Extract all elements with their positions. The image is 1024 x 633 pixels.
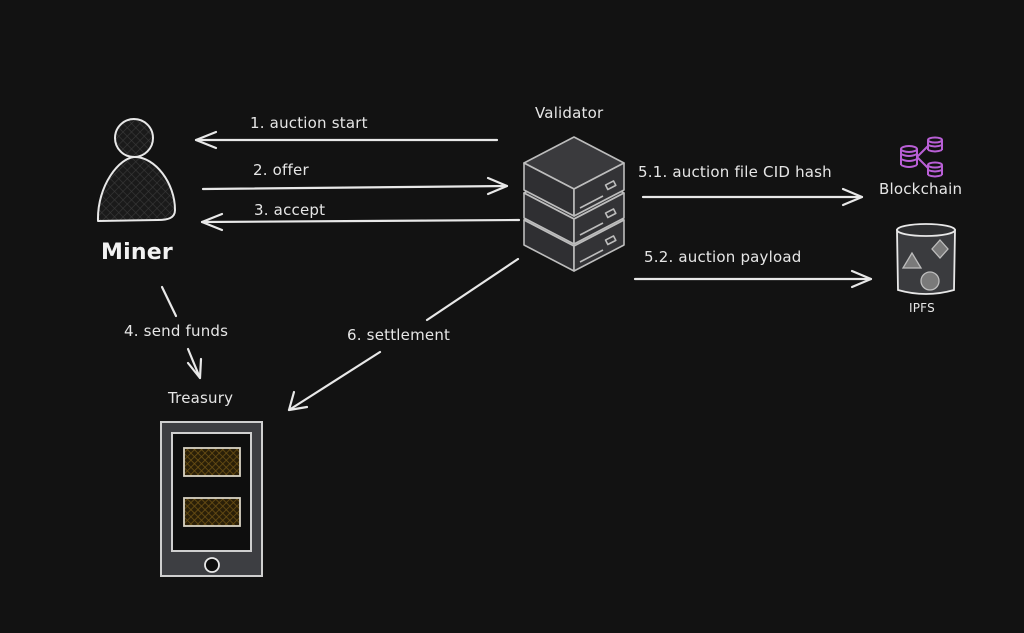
miner-label: Miner <box>101 240 173 265</box>
treasury-label: Treasury <box>168 389 234 407</box>
validator-label: Validator <box>535 104 604 122</box>
edge-label-auction-file-cid: 5.1. auction file CID hash <box>638 163 832 181</box>
edge-label-offer: 2. offer <box>253 161 309 179</box>
edge-label-auction-start: 1. auction start <box>250 114 368 132</box>
edge-label-accept: 3. accept <box>254 201 326 219</box>
person-icon[interactable] <box>96 118 176 222</box>
edge-label-send-funds: 4. send funds <box>124 322 229 340</box>
blockchain-label: Blockchain <box>879 180 963 198</box>
database-network-icon[interactable] <box>900 136 943 178</box>
edge-label-settlement: 6. settlement <box>347 326 451 344</box>
edge-auction-payload[interactable] <box>633 269 873 289</box>
edge-offer[interactable] <box>201 176 509 196</box>
edge-settlement[interactable] <box>287 257 520 412</box>
storage-bucket-icon[interactable] <box>896 223 956 295</box>
tablet-icon[interactable] <box>160 421 263 577</box>
ipfs-label: IPFS <box>909 301 935 315</box>
edge-send-funds[interactable] <box>160 285 203 380</box>
server-stack-icon[interactable] <box>523 136 625 272</box>
edge-auction-file-cid[interactable] <box>641 187 864 207</box>
edge-label-auction-payload: 5.2. auction payload <box>644 248 802 266</box>
server-unit-top <box>523 136 625 217</box>
edge-auction-start[interactable] <box>194 130 499 150</box>
edge-accept[interactable] <box>200 212 521 232</box>
